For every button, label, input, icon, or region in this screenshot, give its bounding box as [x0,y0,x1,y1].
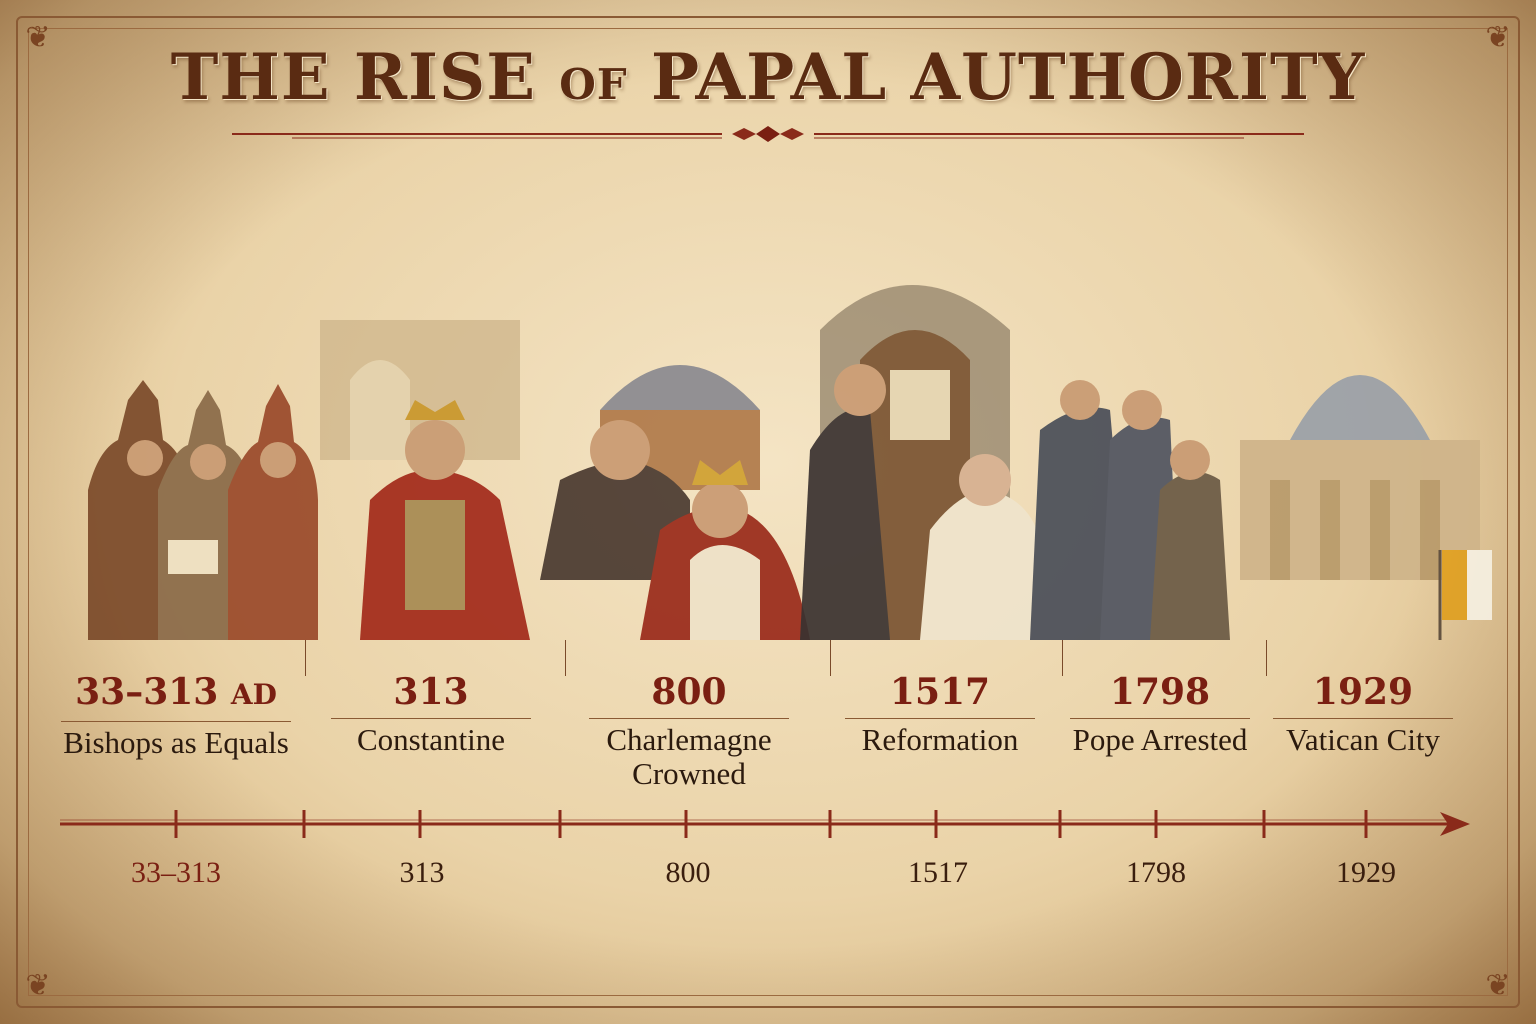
timeline-label: 1798 [1126,856,1186,889]
event-label: Bishops as Equals [63,725,289,760]
constantine-illustration [310,300,550,640]
column-separator [830,640,831,676]
event-constantine: 313 Constantine [328,672,534,757]
event-year: 33–313 AD [75,671,277,713]
event-year-suffix: AD [230,678,277,711]
event-year: 1929 [1312,671,1414,713]
title-rest: PAPAL AUTHORITY [650,40,1366,115]
inner-frame [28,28,1508,996]
event-label: Reformation [861,722,1019,757]
column-separator [1062,640,1063,676]
timeline-arrowhead-icon [1440,812,1470,836]
event-pope-arrested: 1798 Pope Arrested [1064,672,1256,757]
event-year: 800 [651,671,727,713]
title-of: OF [559,60,628,109]
reformation-illustration [780,250,1240,640]
charlemagne-illustration [520,280,830,640]
corner-ornament-icon: ❦ [25,968,51,1003]
event-label: Charlemagne Crowned [606,722,772,791]
corner-ornament-icon: ❦ [25,20,51,55]
event-label: Constantine [356,722,506,757]
event-year: 313 [393,671,469,713]
timeline-ticks [174,810,1368,838]
vatican-illustration [1230,280,1494,640]
title-divider [232,126,1304,142]
column-separator [1266,640,1267,676]
column-separator [305,640,306,676]
event-bishops: 33–313 AD Bishops as Equals [58,672,294,760]
title-main: THE RISE [170,40,537,115]
timeline-label: 33–313 [131,856,221,889]
event-reformation: 1517 Reformation [842,672,1038,757]
event-year: 1517 [889,671,991,713]
timeline-label: 800 [665,856,711,889]
event-label: Pope Arrested [1072,722,1248,757]
corner-ornament-icon: ❦ [1485,968,1511,1003]
event-vatican-city: 1929 Vatican City [1270,672,1456,757]
event-charlemagne: 800 Charlemagne Crowned [586,672,792,791]
outer-frame [16,16,1520,1008]
illustration-strip [40,240,1496,680]
timeline-label: 1517 [908,856,968,889]
event-year: 1798 [1109,671,1211,713]
timeline-axis [60,810,1470,838]
corner-ornament-icon: ❦ [1485,20,1511,55]
event-label: Vatican City [1285,722,1441,757]
bishops-illustration [48,340,320,640]
page-title: THE RISE OF PAPAL AUTHORITY [0,40,1536,115]
column-separator [565,640,566,676]
timeline-label: 313 [399,856,445,889]
timeline-label: 1929 [1336,856,1396,889]
